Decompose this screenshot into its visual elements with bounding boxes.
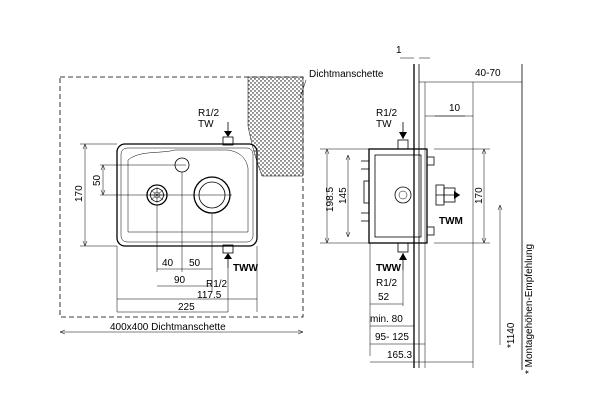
dim-40-70: 40-70: [475, 68, 501, 79]
seal-hatch: [247, 76, 304, 177]
tww-thread-label: R1/2: [206, 279, 228, 290]
side-port: [394, 186, 412, 204]
dim-95-125: 95- 125: [375, 332, 409, 343]
dim-198-5: 198.5: [325, 187, 336, 212]
side-port-tww: [397, 242, 409, 253]
dim-170-side: 170: [474, 187, 485, 204]
side-port-tw: [397, 139, 409, 150]
mount-height-value: *1140: [506, 322, 517, 348]
dim-90: 90: [174, 275, 186, 286]
front-view: Dichtmanschette R1/2 TW TWW R1/2: [59, 69, 384, 335]
dim-40: 40: [162, 258, 174, 269]
dim-1: 1: [396, 45, 402, 56]
dim-225: 225: [178, 302, 195, 313]
valve-body-side: [368, 148, 428, 244]
dim-165-3: 165.3: [387, 350, 412, 361]
dim-min-80: min. 80: [370, 314, 403, 325]
side-view: 1 40-70 10 TWM: [320, 45, 535, 374]
dim-50: 50: [189, 258, 201, 269]
side-tww-thread: R1/2: [376, 278, 398, 289]
mount-height-note: * Montagehöhen-Empfehlung: [524, 244, 535, 374]
tw-label: TW: [198, 119, 214, 130]
dim-145: 145: [338, 187, 349, 204]
twm-label: TWM: [439, 216, 463, 227]
dim-117-5: 117.5: [197, 290, 222, 301]
wall-dims-label: 400x400 Dichtmanschette: [110, 322, 226, 333]
side-tw-label: TW: [376, 119, 392, 130]
dim-10: 10: [449, 103, 461, 114]
seal-label: Dichtmanschette: [309, 69, 384, 80]
dim-52: 52: [378, 292, 390, 303]
side-tw-thread: R1/2: [376, 108, 398, 119]
dim-height-small: 50: [92, 174, 103, 186]
side-tww-label: TWW: [376, 263, 402, 274]
tw-thread-label: R1/2: [198, 108, 220, 119]
tww-label: TWW: [233, 263, 259, 274]
dim-height-total: 170: [74, 185, 85, 202]
wall-outline: [59, 76, 304, 318]
